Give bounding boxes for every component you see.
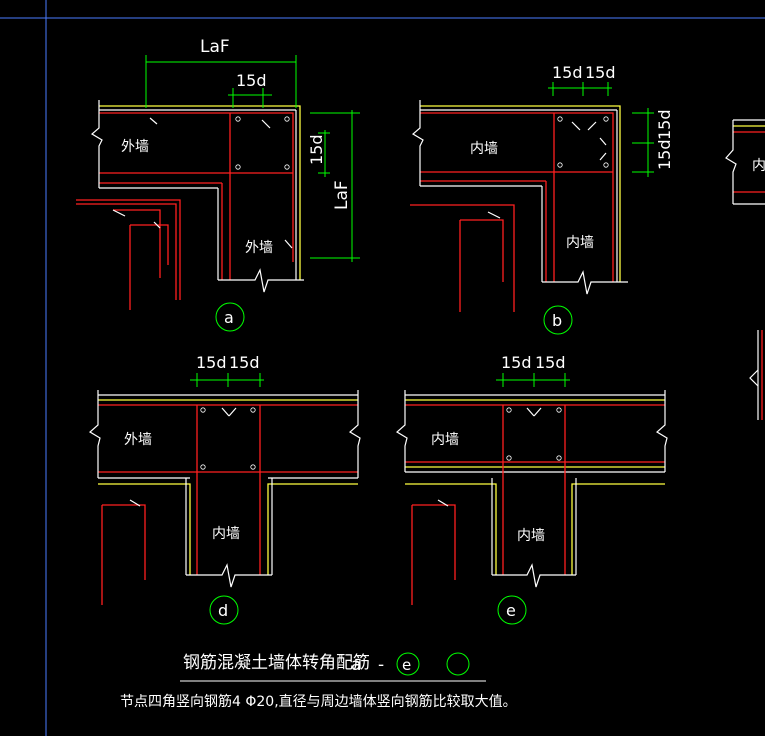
detail-a-dim-total: LaF <box>200 37 230 57</box>
detail-c-partial-label: 内 <box>752 158 765 174</box>
detail-a-marker-circle <box>215 302 245 332</box>
caption-range-end-circle <box>396 652 420 676</box>
detail-a-geometry <box>76 100 304 310</box>
detail-e-marker-circle <box>497 595 527 625</box>
detail-b-marker: b <box>552 311 562 330</box>
detail-a-marker: a <box>224 308 234 327</box>
detail-a: LaF 15d 15d LaF 外墙 外墙 a <box>76 37 360 332</box>
detail-e: 15d 15d 内墙 内墙 e <box>395 353 668 625</box>
detail-b-marker-circle <box>543 305 573 335</box>
detail-a-dim-laf-right: LaF <box>332 180 352 210</box>
detail-d-dim-left: 15d <box>196 353 227 372</box>
detail-a-dim-15d-right: 15d <box>307 134 326 165</box>
detail-d-wall-bottom: 内墙 <box>212 526 240 542</box>
detail-e-wall-bottom: 内墙 <box>517 528 545 544</box>
detail-a-wall-bottom: 外墙 <box>245 240 273 256</box>
caption-title: 钢筋混凝土墙体转角配筋 <box>183 653 370 673</box>
detail-d-dim-right: 15d <box>229 353 260 372</box>
detail-a-wall-top: 外墙 <box>121 139 149 155</box>
caption-range-dash: - <box>378 655 384 675</box>
detail-e-geometry <box>395 390 668 605</box>
caption-range-end: e <box>402 656 411 674</box>
detail-e-marker: e <box>506 601 516 620</box>
detail-b-dim-top-right: 15d <box>585 63 616 82</box>
caption-note: 节点四角竖向钢筋4 Φ20,直径与周边墙体竖向钢筋比较取大值。 <box>120 693 517 710</box>
detail-d: 15d 15d 外墙 内墙 d <box>88 353 361 625</box>
detail-d-wall-left: 外墙 <box>124 432 152 448</box>
detail-b-dim-right-top: 15d <box>655 109 674 140</box>
caption: 钢筋混凝土墙体转角配筋 a - e 节点四角竖向钢筋4 Φ20,直径与周边墙体竖… <box>120 652 517 710</box>
detail-e-dimensions <box>496 373 570 387</box>
caption-range-start: a <box>351 655 361 675</box>
detail-e-dim-right: 15d <box>535 353 566 372</box>
caption-blank-circle <box>446 652 470 676</box>
detail-d-dimensions <box>190 373 264 387</box>
detail-a-dimensions <box>145 55 360 262</box>
detail-e-dim-left: 15d <box>501 353 532 372</box>
detail-c-partial: 内 <box>725 119 765 420</box>
detail-b-wall-top: 内墙 <box>470 141 498 157</box>
detail-d-marker-circle <box>209 595 239 625</box>
detail-e-wall-left: 内墙 <box>431 432 459 448</box>
detail-b-wall-bottom: 内墙 <box>566 235 594 251</box>
detail-b-dim-right-bottom: 15d <box>655 139 674 170</box>
detail-d-marker: d <box>218 601 228 620</box>
detail-d-geometry <box>88 390 361 605</box>
detail-b-dim-top-left: 15d <box>552 63 583 82</box>
detail-b-dimensions <box>548 82 654 177</box>
detail-b-geometry <box>410 100 628 312</box>
detail-b: 15d 15d 15d 15d 内墙 内墙 b <box>410 63 674 335</box>
detail-a-dim-15d-top: 15d <box>236 71 267 90</box>
